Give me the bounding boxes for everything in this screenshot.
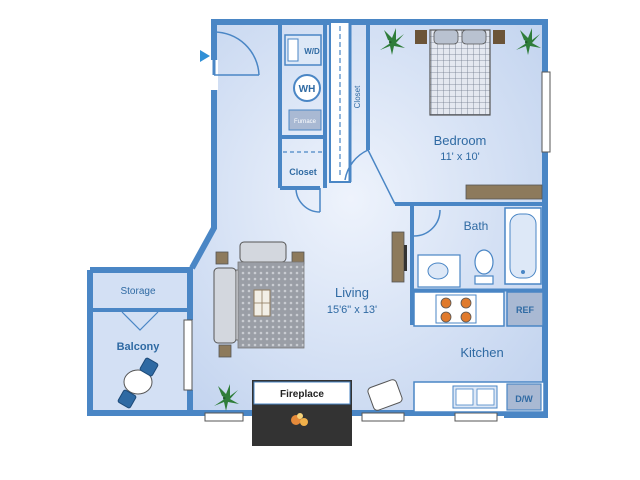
washer-drum-icon <box>287 38 299 62</box>
furnace-label: Furnace <box>294 119 317 125</box>
area-rug <box>237 261 305 349</box>
plant-icon <box>380 28 405 55</box>
closet-vertical <box>329 21 352 183</box>
fire-icon <box>291 413 308 426</box>
end-table <box>215 251 229 265</box>
tv-icon <box>404 245 407 271</box>
entry-door <box>210 31 260 90</box>
entry-arrow-icon <box>200 50 210 62</box>
utility-walls <box>278 22 327 190</box>
tub-drain-icon <box>521 270 525 274</box>
loveseat <box>239 241 287 263</box>
water-heater-label: WH <box>299 84 316 95</box>
bedroom-walls <box>366 22 545 325</box>
living-label: Living <box>335 285 369 300</box>
kitchen-label: Kitchen <box>460 345 503 360</box>
armchair <box>367 379 403 411</box>
toilet-icon <box>474 249 494 285</box>
kitchen-sink-icon <box>452 385 498 409</box>
bath-door-arc <box>413 209 441 237</box>
closet-vertical-label: Closet <box>353 85 362 108</box>
tub-basin <box>509 213 537 279</box>
dresser <box>465 184 543 200</box>
plant-icon <box>214 384 239 411</box>
closet-hall-label: Closet <box>289 167 317 177</box>
bedroom-door-arc <box>344 149 396 205</box>
living-size: 15'6" x 13' <box>327 304 377 316</box>
fireplace-label: Fireplace <box>280 389 324 400</box>
dishwasher <box>506 383 542 411</box>
furnace <box>288 109 322 131</box>
balcony-label: Balcony <box>117 341 161 353</box>
water-heater <box>293 74 321 102</box>
bed <box>415 29 505 116</box>
patio-table <box>123 369 153 395</box>
refrigerator-label: REF <box>516 305 535 315</box>
end-table <box>218 344 232 358</box>
patio-chair <box>117 389 137 409</box>
plant-icon <box>516 28 541 55</box>
fireplace-mantel <box>253 381 351 405</box>
storage-door-arc <box>121 311 159 331</box>
storage-label: Storage <box>120 286 155 297</box>
dishwasher-label: D/W <box>515 394 533 404</box>
bedroom-label: Bedroom <box>434 133 487 148</box>
sink-icon <box>427 262 449 280</box>
tv-stand <box>391 231 405 283</box>
washer-dryer-label: W/D <box>304 47 320 56</box>
windows <box>183 71 551 422</box>
refrigerator <box>506 291 544 327</box>
bath-label: Bath <box>464 219 489 233</box>
bedroom-size: 11' x 10' <box>440 151 479 163</box>
closet-door-arc <box>295 187 321 213</box>
patio-chair <box>139 357 159 377</box>
kitchen-counter <box>413 291 505 327</box>
